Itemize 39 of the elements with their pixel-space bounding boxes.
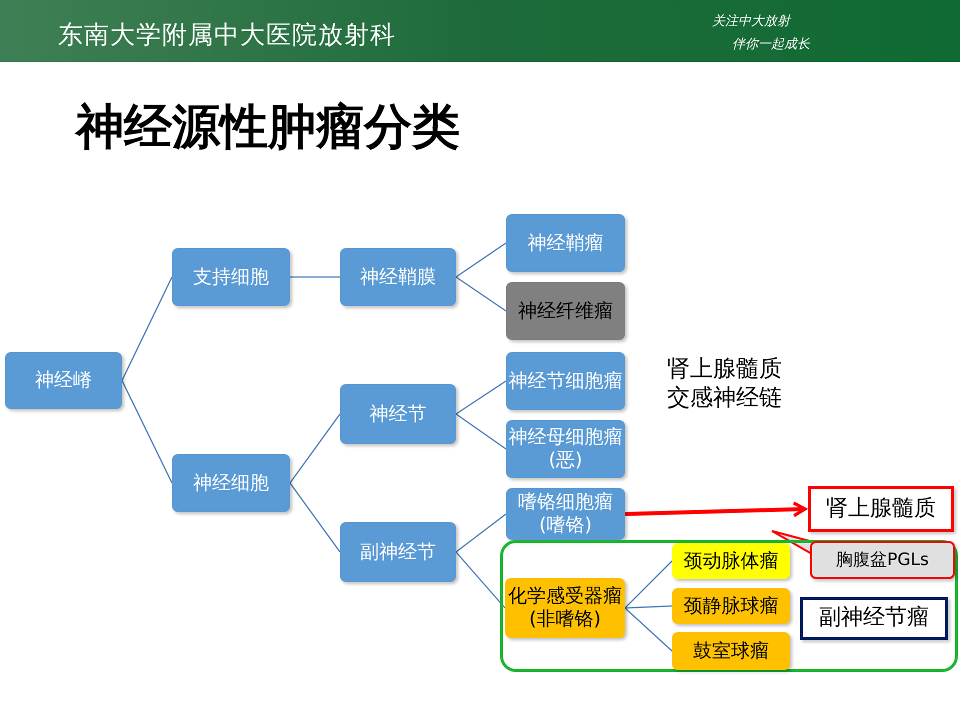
connector-line	[456, 513, 506, 553]
process-box: 神经节	[340, 384, 456, 444]
annotation-text: 肾上腺髓质	[667, 355, 782, 384]
process-box: 嗜铬细胞瘤 (嗜铬)	[506, 488, 625, 540]
process-box: 神经鞘瘤	[506, 214, 625, 272]
process-box: 颈动脉体瘤	[672, 543, 790, 579]
process-box: 神经鞘膜	[340, 248, 456, 306]
process-box: 神经嵴	[5, 352, 122, 409]
process-box: 神经母细胞瘤 (恶)	[506, 420, 625, 478]
connector-line	[456, 242, 506, 278]
connector-line	[289, 482, 341, 552]
process-box: 神经节细胞瘤	[506, 352, 625, 410]
connector-line	[624, 560, 672, 608]
process-box: 鼓室球瘤	[672, 632, 790, 670]
connector-line	[289, 414, 341, 484]
slogan-text: 关注中大放射	[712, 13, 790, 31]
connector-line	[121, 276, 173, 381]
arrow	[624, 501, 807, 518]
connector-line	[121, 380, 173, 484]
header-text: 东南大学附属中大医院放射科	[58, 19, 396, 51]
connector-line	[456, 413, 506, 450]
connector-line	[624, 608, 672, 652]
term-box: 副神经节瘤	[800, 597, 948, 640]
connector-line	[456, 380, 506, 415]
process-box: 颈静脉球瘤	[672, 588, 790, 624]
process-box: 神经细胞	[172, 454, 290, 512]
process-box: 支持细胞	[172, 248, 290, 306]
slogan-text: 伴你一起成长	[732, 36, 810, 54]
process-box: 化学感受器瘤 (非嗜铬)	[505, 578, 625, 638]
connector-line	[456, 552, 506, 608]
term-box: 肾上腺髓质	[808, 486, 954, 532]
annotation-text: 交感神经链	[667, 384, 782, 412]
group-frame	[500, 540, 958, 672]
connector-line	[456, 276, 506, 312]
process-box: 神经纤维瘤	[506, 282, 625, 340]
process-box: 副神经节	[340, 522, 456, 582]
slide-title: 神经源性肿瘤分类	[76, 103, 460, 151]
connector-line	[624, 605, 672, 609]
connector-line	[290, 276, 340, 278]
